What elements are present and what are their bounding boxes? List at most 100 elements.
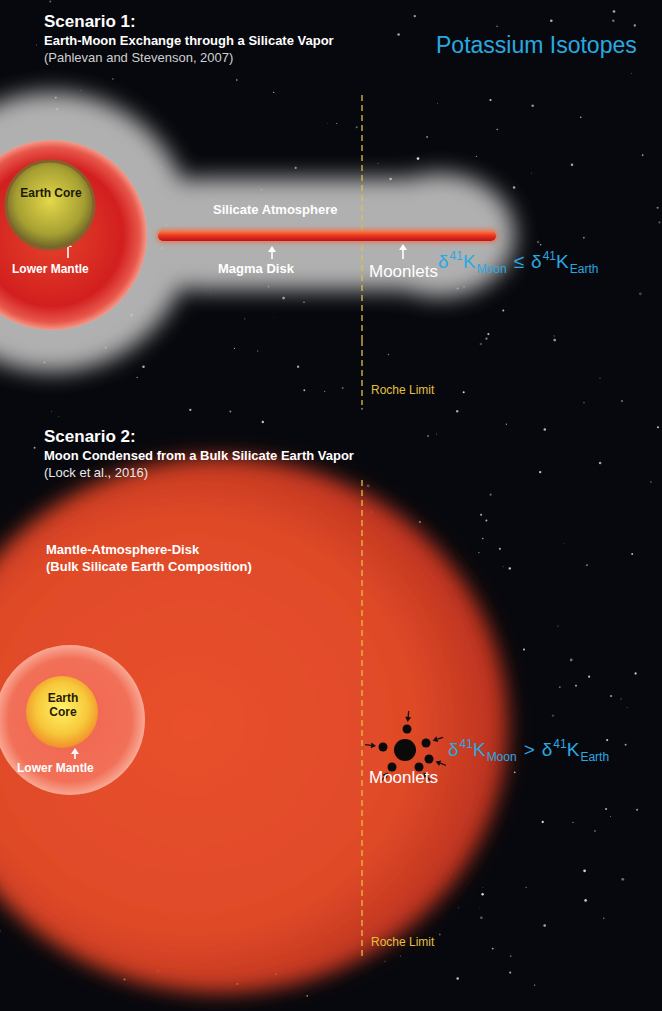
star <box>610 695 612 697</box>
moonlet-dot <box>422 739 431 748</box>
star <box>384 961 385 962</box>
star <box>487 333 489 335</box>
star <box>612 19 615 22</box>
star <box>599 378 601 380</box>
pointer-arrow <box>402 249 404 259</box>
star <box>613 10 616 13</box>
star <box>485 338 487 340</box>
star <box>554 335 555 336</box>
star <box>0 930 1 931</box>
star <box>342 387 344 389</box>
earth-core-circle: Earth Core <box>5 160 95 250</box>
star <box>621 878 624 881</box>
earth-core-circle-shape <box>5 160 95 250</box>
star <box>552 714 554 716</box>
arrow-head <box>433 736 439 742</box>
label-text: Earth-Moon Exchange through a Silicate V… <box>44 34 334 49</box>
label-text: Scenario 1: <box>44 12 136 32</box>
star <box>542 821 544 823</box>
star <box>480 917 483 920</box>
star <box>303 389 305 391</box>
arrow-head <box>268 246 276 252</box>
inflow-arrow <box>365 744 371 746</box>
star <box>594 830 595 831</box>
star <box>489 99 491 101</box>
star <box>478 907 480 909</box>
star <box>586 564 588 566</box>
lower-mantle-circle: Lower Mantle Earth Core <box>0 140 147 330</box>
star <box>621 400 623 402</box>
formula-part: Earth <box>580 750 609 764</box>
star <box>657 426 659 428</box>
label-text: (Pahlevan and Stevenson, 2007) <box>44 51 233 66</box>
star <box>35 44 37 46</box>
star <box>526 887 527 888</box>
star <box>137 377 138 378</box>
star <box>544 428 547 431</box>
star <box>49 1 51 3</box>
formula-part: δ <box>448 739 459 760</box>
node-text: Lower Mantle <box>12 263 89 277</box>
star <box>230 411 232 413</box>
roche-limit-line <box>361 480 362 960</box>
silicate-atmosphere: Silicate AtmosphereLower MantleEarth Cor… <box>0 60 560 360</box>
star <box>34 447 36 449</box>
star <box>478 552 479 553</box>
formula-part: ≤ <box>514 251 524 272</box>
core-disc <box>26 676 98 748</box>
star <box>189 409 191 411</box>
star <box>244 318 246 320</box>
star <box>572 822 573 823</box>
formula-part: δ <box>438 251 449 272</box>
star <box>496 129 497 130</box>
star <box>634 24 636 26</box>
star <box>603 918 605 920</box>
star <box>492 948 494 950</box>
star <box>631 73 632 74</box>
lower-mantle-circle: Lower MantleEarth Core <box>0 645 145 795</box>
star <box>502 309 504 311</box>
star <box>530 172 532 174</box>
star <box>625 744 627 746</box>
moonlet-dot <box>403 725 412 734</box>
core-disc <box>6 161 94 249</box>
star <box>437 103 438 104</box>
disk-glow <box>156 229 498 243</box>
node-text: (Bulk Silicate Earth Composition) <box>46 560 252 575</box>
star <box>262 421 264 423</box>
pointer-arrow <box>67 246 69 258</box>
star <box>356 126 358 128</box>
mantle-disc <box>0 645 145 795</box>
label-text: Roche Limit <box>371 384 434 398</box>
star <box>627 707 628 708</box>
star <box>583 869 586 872</box>
star <box>361 408 363 410</box>
star <box>236 79 237 80</box>
formula-part: δ <box>531 251 542 272</box>
formula-part: 41 <box>450 249 463 263</box>
star <box>584 899 587 902</box>
star <box>476 156 477 157</box>
star <box>583 237 585 239</box>
star <box>540 244 542 246</box>
star <box>463 391 465 393</box>
star <box>436 433 438 435</box>
formula-part: 41 <box>460 737 473 751</box>
star <box>273 92 274 93</box>
mantle-atmosphere-disk: Mantle-Atmosphere-Disk(Bulk Silicate Ear… <box>0 440 540 1010</box>
star <box>588 676 590 678</box>
star <box>513 186 515 188</box>
formula-part: Moon <box>477 262 507 276</box>
moonlet-dot <box>425 755 434 764</box>
star <box>112 78 113 79</box>
formula-part: 41 <box>553 737 566 751</box>
star <box>51 411 52 412</box>
star <box>303 302 304 303</box>
mantle-disc <box>0 140 147 330</box>
star <box>142 365 145 368</box>
moon-seed <box>394 739 416 761</box>
node-text: Earth Core <box>20 187 82 201</box>
star <box>496 26 497 27</box>
star <box>490 494 492 496</box>
star <box>273 317 275 319</box>
